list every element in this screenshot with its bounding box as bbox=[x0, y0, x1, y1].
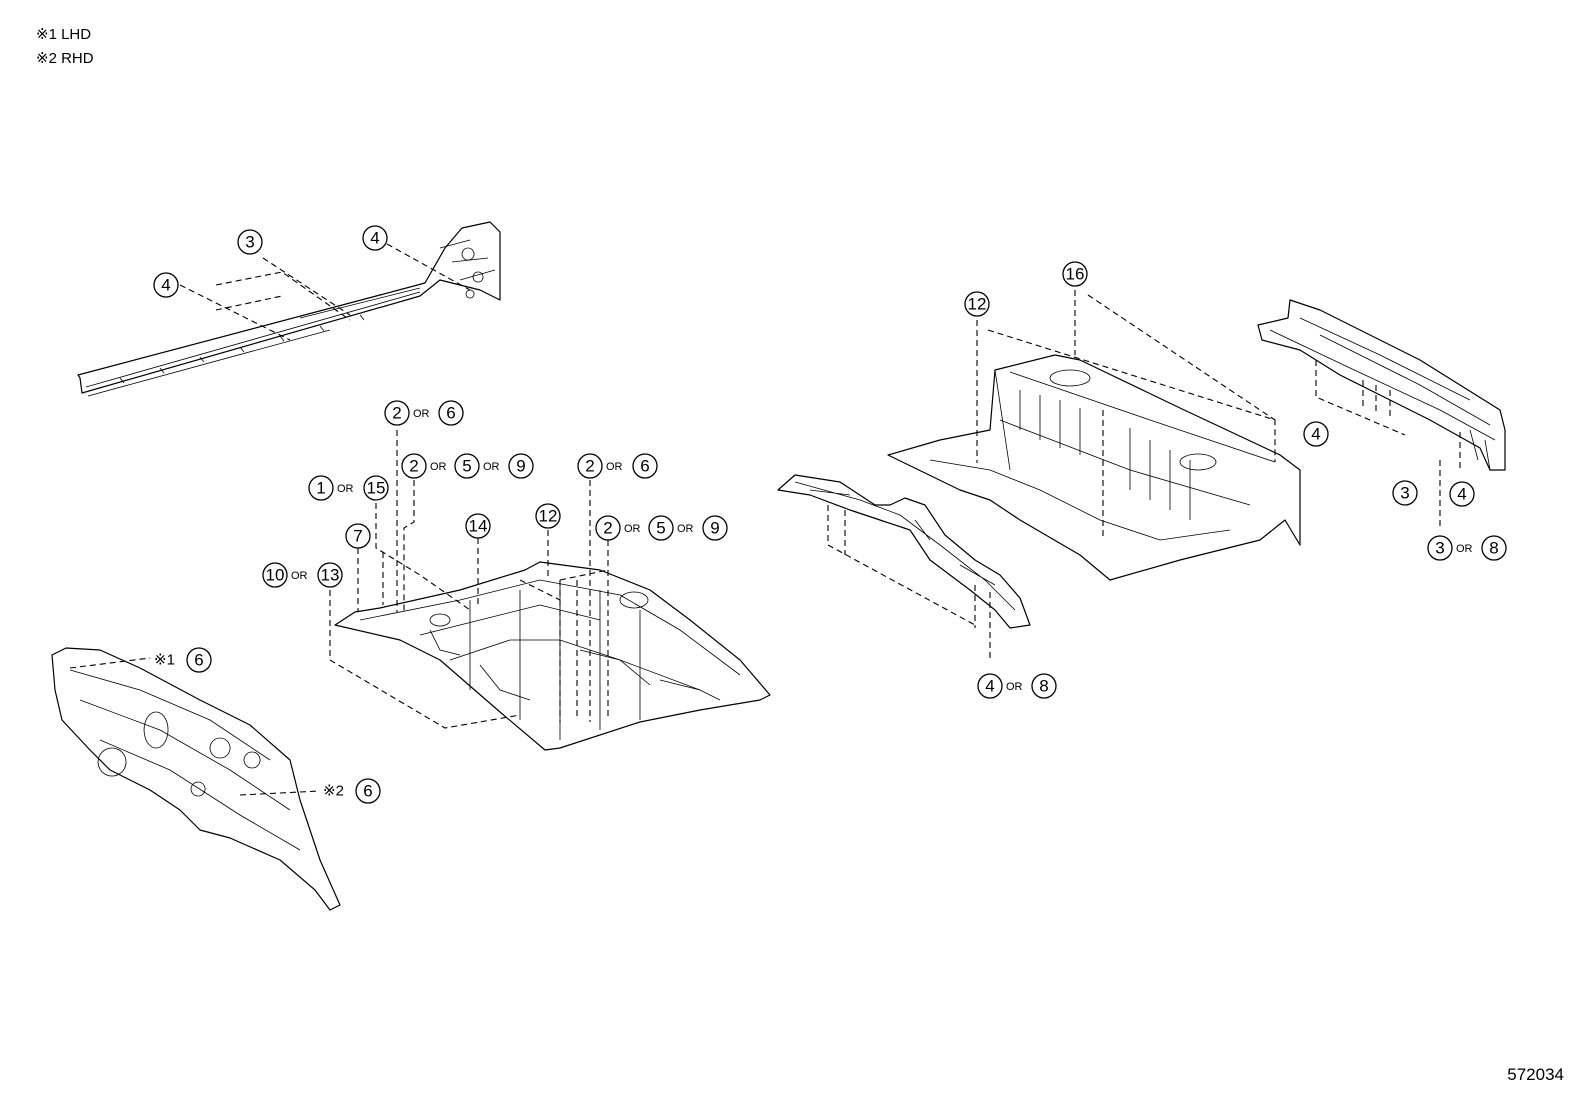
dash-panel-illustration bbox=[51, 647, 341, 911]
svg-text:6: 6 bbox=[363, 782, 372, 801]
svg-text:4: 4 bbox=[161, 276, 170, 295]
callout-14: 14 bbox=[465, 513, 491, 539]
svg-text:OR: OR bbox=[606, 461, 623, 473]
callout-7: 7 bbox=[345, 523, 371, 549]
svg-text:OR: OR bbox=[677, 523, 694, 535]
svg-text:10: 10 bbox=[266, 566, 285, 585]
svg-text:OR: OR bbox=[430, 461, 447, 473]
svg-text:4: 4 bbox=[370, 229, 379, 248]
callout-rear-4-upper: 4 bbox=[1303, 421, 1329, 447]
lhd-note: ※1 LHD bbox=[36, 26, 92, 43]
callout-10-or-13: 10 OR 13 bbox=[262, 562, 343, 588]
svg-text:9: 9 bbox=[710, 519, 719, 538]
callout-lhd-6: ※1 6 bbox=[154, 647, 212, 673]
svg-text:2: 2 bbox=[585, 457, 594, 476]
svg-text:OR: OR bbox=[624, 523, 641, 535]
callout-3-or-8-rear: 3 OR 8 bbox=[1427, 535, 1507, 561]
svg-text:OR: OR bbox=[1456, 543, 1473, 555]
svg-text:4: 4 bbox=[1457, 485, 1466, 504]
callout-16: 16 bbox=[1062, 261, 1088, 287]
svg-text:OR: OR bbox=[413, 408, 430, 420]
callout-rear-3: 3 bbox=[1392, 480, 1418, 506]
svg-text:2: 2 bbox=[392, 404, 401, 423]
svg-text:12: 12 bbox=[539, 507, 558, 526]
svg-text:2: 2 bbox=[409, 457, 418, 476]
svg-text:6: 6 bbox=[640, 457, 649, 476]
callout-12-rear: 12 bbox=[964, 291, 990, 317]
callout-2-or-5-or-9-lower: 2 OR 5 OR 9 bbox=[595, 515, 728, 541]
svg-text:※1: ※1 bbox=[154, 652, 175, 669]
svg-text:1: 1 bbox=[316, 479, 325, 498]
diagram-code: 572034 bbox=[1507, 1065, 1564, 1084]
svg-text:3: 3 bbox=[1435, 539, 1444, 558]
callout-rocker-3: 3 bbox=[237, 229, 263, 255]
svg-text:9: 9 bbox=[516, 457, 525, 476]
svg-text:OR: OR bbox=[337, 483, 354, 495]
callout-2-or-5-or-9-upper: 2 OR 5 OR 9 bbox=[401, 453, 534, 479]
svg-text:2: 2 bbox=[603, 519, 612, 538]
callout-rocker-4-upper: 4 bbox=[362, 225, 388, 251]
callout-rhd-6: ※2 6 bbox=[323, 778, 381, 804]
svg-text:4: 4 bbox=[985, 677, 994, 696]
side-rail-illustration bbox=[777, 474, 1031, 629]
rear-floor-illustration bbox=[887, 354, 1301, 581]
svg-text:OR: OR bbox=[291, 570, 308, 582]
svg-text:※2: ※2 bbox=[323, 783, 344, 800]
svg-text:OR: OR bbox=[1006, 681, 1023, 693]
svg-text:5: 5 bbox=[656, 519, 665, 538]
svg-text:16: 16 bbox=[1066, 265, 1085, 284]
svg-text:6: 6 bbox=[446, 404, 455, 423]
callout-4-or-8-rail: 4 OR 8 bbox=[977, 673, 1057, 699]
rhd-note: ※2 RHD bbox=[36, 50, 94, 67]
front-floor-illustration bbox=[334, 561, 771, 751]
svg-text:5: 5 bbox=[462, 457, 471, 476]
svg-text:14: 14 bbox=[469, 517, 488, 536]
svg-text:12: 12 bbox=[968, 295, 987, 314]
callout-12-front: 12 bbox=[535, 503, 561, 529]
callout-2-or-6-top: 2 OR 6 bbox=[384, 400, 464, 426]
svg-text:15: 15 bbox=[367, 479, 386, 498]
callout-2-or-6-right: 2 OR 6 bbox=[577, 453, 658, 479]
svg-text:3: 3 bbox=[245, 233, 254, 252]
svg-text:8: 8 bbox=[1039, 677, 1048, 696]
callout-rocker-4-lower: 4 bbox=[153, 272, 179, 298]
svg-text:4: 4 bbox=[1311, 425, 1320, 444]
svg-text:6: 6 bbox=[194, 651, 203, 670]
callout-rear-4-lower: 4 bbox=[1449, 481, 1475, 507]
rocker-panel-illustration bbox=[77, 221, 501, 397]
svg-text:3: 3 bbox=[1400, 484, 1409, 503]
svg-text:8: 8 bbox=[1489, 539, 1498, 558]
rear-rail-illustration bbox=[1257, 299, 1506, 471]
svg-text:OR: OR bbox=[483, 461, 500, 473]
svg-text:7: 7 bbox=[353, 527, 362, 546]
callout-1-or-15: 1 OR 15 bbox=[308, 475, 389, 501]
svg-text:13: 13 bbox=[321, 566, 340, 585]
